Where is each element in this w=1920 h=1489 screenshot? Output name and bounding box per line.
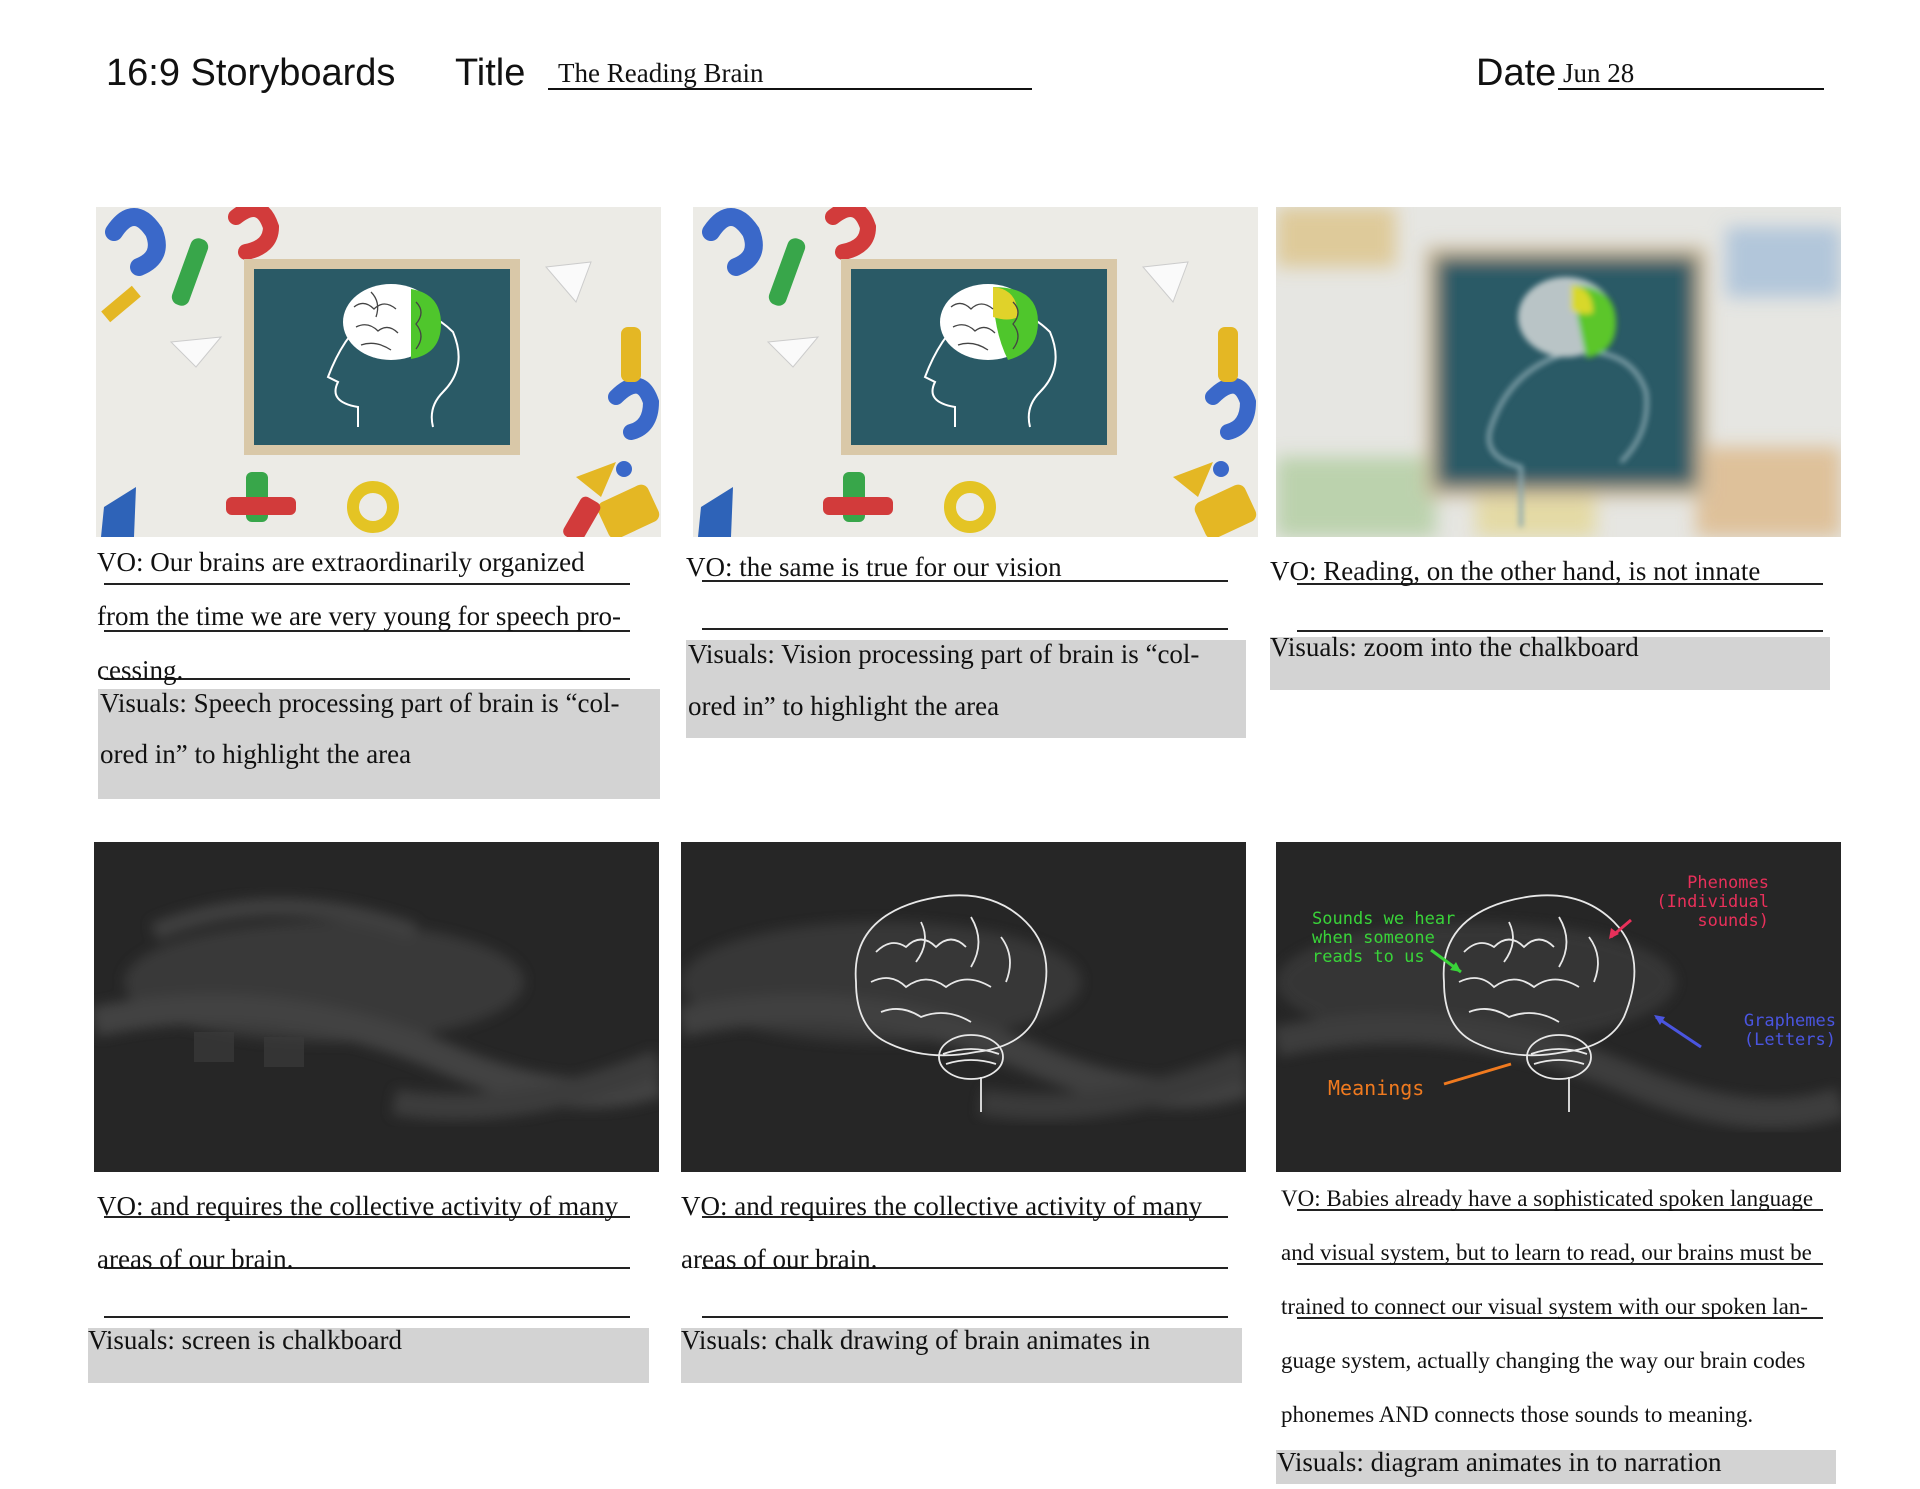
vo-text-line[interactable]: VO: the same is true for our vision (686, 552, 1062, 582)
date-underline (1558, 88, 1824, 90)
frame-2-image (693, 207, 1258, 537)
vo-line (1297, 1209, 1823, 1211)
arrow-graphemes (1655, 1015, 1702, 1049)
vo-text-line[interactable]: from the time we are very young for spee… (97, 601, 622, 631)
vo-line (104, 630, 630, 632)
label-meanings: Meanings (1328, 1076, 1425, 1100)
label-sounds-line1: Sounds we hear (1312, 909, 1456, 929)
frame-5-image (681, 842, 1246, 1172)
title-underline (548, 88, 1032, 90)
frame-1-image (96, 207, 661, 537)
vo-line (104, 1216, 630, 1218)
visuals-text-line: ored in” to highlight the area (688, 691, 1000, 721)
vo-text-line[interactable]: phonemes AND connects those sounds to me… (1281, 1402, 1754, 1427)
label-sounds-line3: reads to us (1312, 947, 1425, 967)
vo-line (1297, 583, 1823, 585)
frame-6-image: Sounds we hear when someone reads to us … (1276, 842, 1841, 1172)
vo-line (1297, 630, 1823, 632)
vo-line (702, 1216, 1228, 1218)
vo-text-line[interactable]: areas of our brain. (97, 1244, 294, 1274)
vo-text-line[interactable]: VO: and requires the collective activity… (97, 1191, 619, 1221)
chalk-brain-icon (1442, 894, 1636, 1112)
label-graphemes-line2: (Letters) (1743, 1030, 1836, 1050)
visuals-box[interactable] (686, 640, 1246, 738)
chalk-brain-icon (854, 894, 1048, 1112)
label-sounds: Sounds we hear when someone reads to us (1312, 910, 1455, 967)
arrow-meanings (1443, 1062, 1512, 1086)
frame-3-image (1276, 207, 1841, 537)
label-phenomes-line1: Phenomes (1687, 873, 1769, 893)
visuals-text-line: Visuals: chalk drawing of brain animates… (681, 1325, 1151, 1355)
label-phenomes: Phenomes (Individual sounds) (1594, 874, 1769, 931)
visuals-box[interactable] (88, 1328, 649, 1383)
visuals-text-line: Visuals: diagram animates in to narratio… (1277, 1447, 1722, 1477)
vo-line (702, 1316, 1228, 1318)
date-label: Date (1476, 52, 1557, 94)
vo-text-line[interactable]: areas of our brain. (681, 1244, 878, 1274)
visuals-text-line: Visuals: Vision processing part of brain… (688, 639, 1200, 669)
visuals-box[interactable] (98, 689, 660, 799)
vo-line (104, 583, 630, 585)
label-phenomes-line3: sounds) (1697, 911, 1769, 931)
label-graphemes-line1: Graphemes (1743, 1011, 1836, 1031)
visuals-text-line: Visuals: Speech processing part of brain… (100, 688, 620, 718)
visuals-box[interactable] (681, 1328, 1242, 1383)
vo-line (1297, 1317, 1823, 1319)
vo-line (104, 1267, 630, 1269)
vo-line (1297, 1263, 1823, 1265)
visuals-box[interactable] (1270, 637, 1830, 690)
vo-line (702, 628, 1228, 630)
visuals-text-line: ored in” to highlight the area (100, 739, 412, 769)
label-graphemes: Graphemes (Letters) (1666, 1012, 1836, 1050)
title-field[interactable]: The Reading Brain (558, 58, 764, 88)
label-sounds-line2: when someone (1312, 928, 1435, 948)
vo-text-line[interactable]: VO: Our brains are extraordinarily organ… (97, 547, 585, 577)
visuals-text-line: Visuals: zoom into the chalkboard (1270, 632, 1639, 662)
storyboard-format-label: 16:9 Storyboards (106, 52, 396, 94)
vo-text-line[interactable]: VO: Babies already have a sophisticated … (1281, 1186, 1814, 1211)
visuals-box[interactable] (1276, 1450, 1836, 1484)
vo-text-line[interactable]: VO: Reading, on the other hand, is not i… (1270, 556, 1761, 586)
vo-text-line[interactable]: guage system, actually changing the way … (1281, 1348, 1806, 1373)
vo-text-line[interactable]: VO: and requires the collective activity… (681, 1191, 1203, 1221)
visuals-text-line: Visuals: screen is chalkboard (88, 1325, 403, 1355)
vo-line (104, 678, 630, 680)
vo-text-line[interactable]: and visual system, but to learn to read,… (1281, 1240, 1812, 1265)
vo-text-line[interactable]: trained to connect our visual system wit… (1281, 1294, 1808, 1319)
vo-text-line[interactable]: cessing. (97, 655, 184, 685)
vo-line (104, 1316, 630, 1318)
label-phenomes-line2: (Individual (1656, 892, 1769, 912)
frame-4-image (94, 842, 659, 1172)
title-label: Title (455, 52, 526, 94)
vo-line (702, 580, 1228, 582)
vo-line (702, 1267, 1228, 1269)
date-field[interactable]: Jun 28 (1563, 58, 1635, 88)
